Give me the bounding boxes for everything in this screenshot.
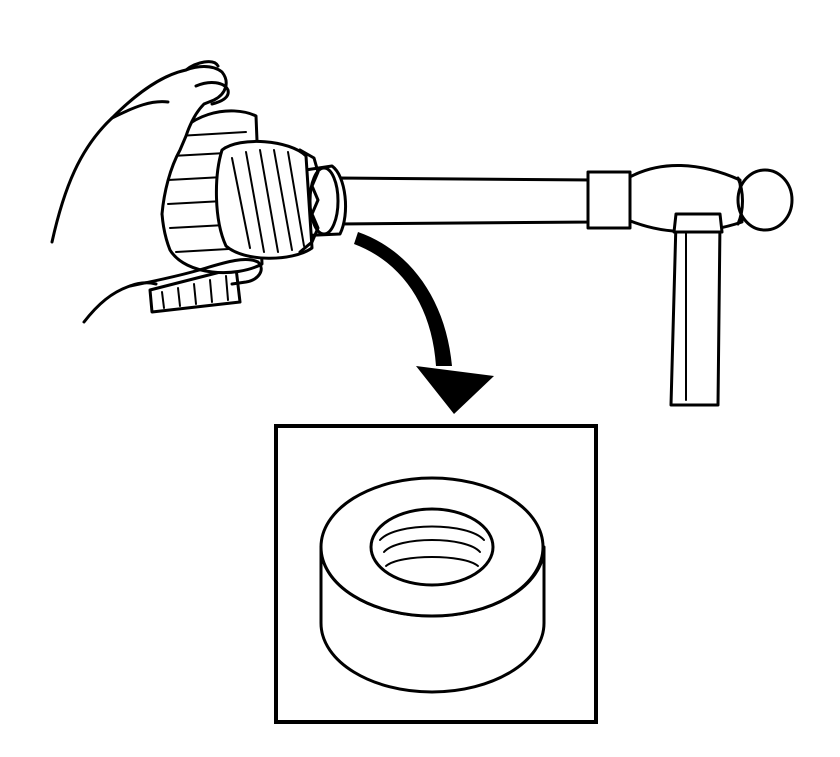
- hands: [50, 60, 263, 324]
- driver-shaft: [336, 170, 632, 230]
- hammer-handle: [669, 220, 722, 407]
- curved-arrow: [354, 232, 494, 414]
- hammer-head: [626, 163, 794, 234]
- adapter-ring: [319, 476, 546, 694]
- gear-assembly: [148, 109, 320, 314]
